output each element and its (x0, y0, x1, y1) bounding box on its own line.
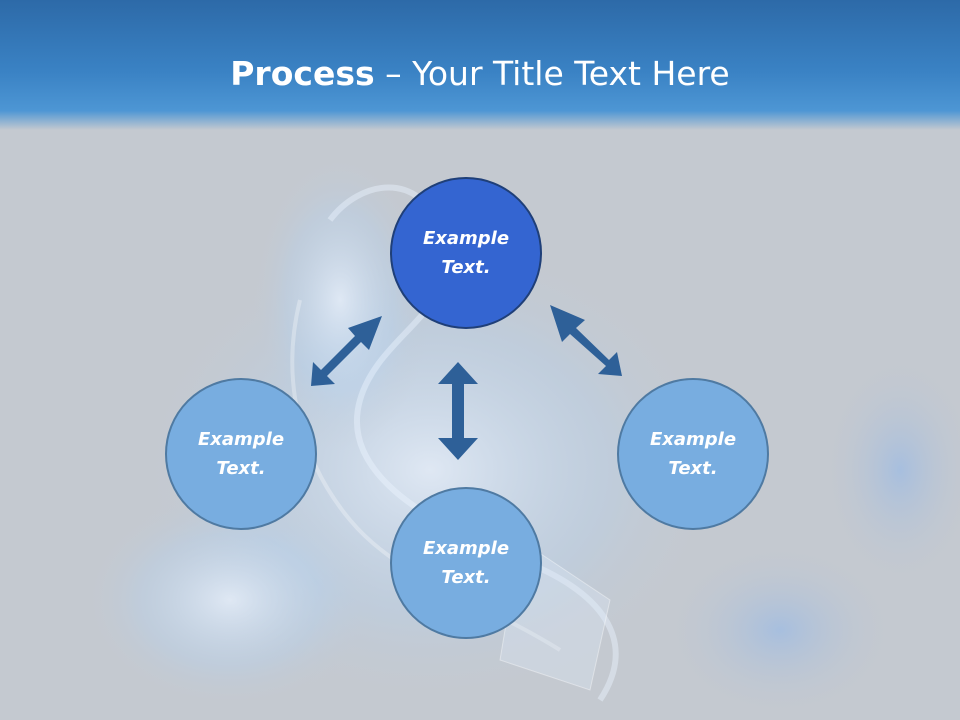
node-bottom-line2: Text. (441, 567, 491, 588)
title-rest: Your Title Text Here (412, 54, 730, 93)
node-bottom-line1: Example (422, 538, 510, 559)
node-right-line1: Example (649, 429, 737, 450)
node-right-line2: Text. (668, 458, 718, 479)
title-strong: Process (230, 54, 375, 93)
page-title: Process – Your Title Text Here (0, 52, 960, 96)
title-separator: – (374, 54, 413, 93)
node-top-line1: Example (422, 228, 510, 249)
header-band (0, 0, 960, 130)
node-left-line1: Example (197, 429, 285, 450)
node-top-line2: Text. (441, 257, 491, 278)
node-left-line2: Text. (216, 458, 266, 479)
